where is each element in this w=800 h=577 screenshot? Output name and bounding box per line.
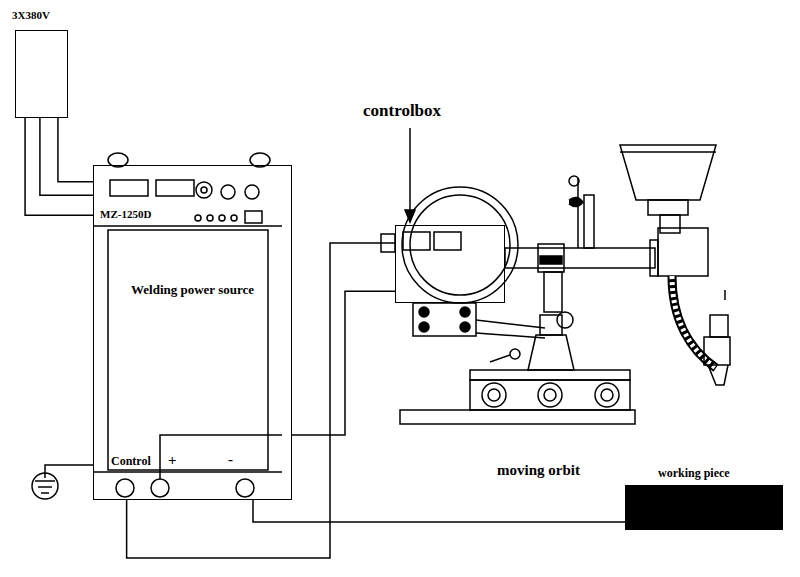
node-text: Welding power source bbox=[94, 283, 291, 297]
terminal-sign: + bbox=[168, 452, 177, 469]
node-text: controlbox bbox=[363, 102, 441, 121]
rail-label: moving orbit bbox=[497, 462, 580, 479]
cable-line bbox=[25, 118, 93, 215]
terminal-label: Control bbox=[111, 455, 151, 468]
terminal-sign: - bbox=[228, 451, 233, 468]
work-piece: working piece bbox=[625, 485, 783, 530]
node-text: 3X380V bbox=[12, 9, 50, 21]
mains-supply-box: 3X380V bbox=[15, 30, 68, 118]
model-label: MZ-1250D bbox=[100, 208, 151, 220]
cable-line bbox=[253, 500, 625, 522]
cable-line bbox=[58, 118, 93, 182]
cable-line bbox=[292, 291, 395, 435]
node-text: working piece bbox=[658, 467, 730, 480]
cable-line bbox=[40, 118, 93, 195]
control-box: controlbox bbox=[395, 225, 505, 303]
